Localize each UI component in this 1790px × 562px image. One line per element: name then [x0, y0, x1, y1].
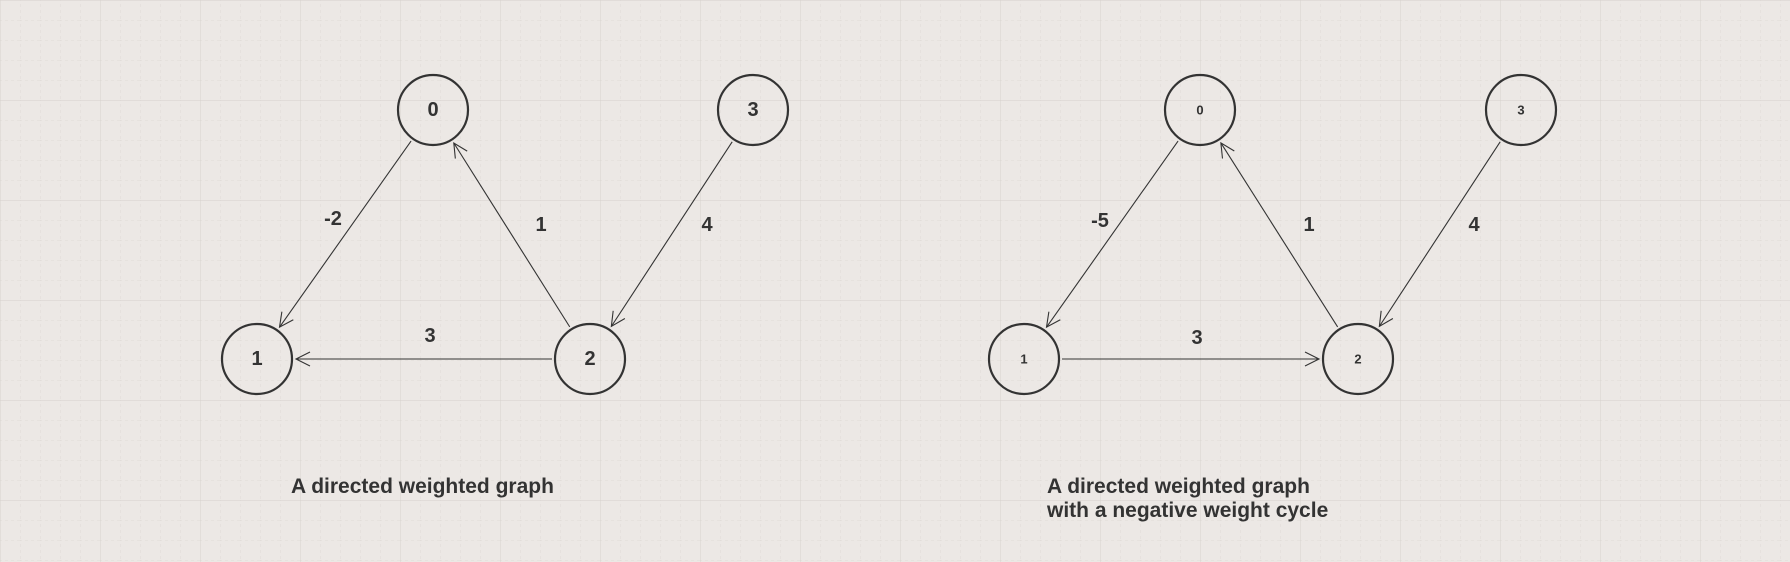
edge-0-to-1: -2	[278, 140, 412, 329]
node-3: 3	[1484, 73, 1558, 147]
edge-line	[453, 142, 571, 328]
node-label: 0	[427, 99, 438, 121]
node-1: 1	[220, 322, 294, 396]
node-label: 2	[584, 348, 595, 370]
edge-weight-label: 4	[1468, 214, 1480, 236]
edge-2-to-0: 1	[1220, 141, 1339, 328]
edge-line	[279, 140, 412, 328]
graph-2-caption: A directed weighted graph with a negativ…	[1047, 475, 1329, 522]
arrowhead	[1220, 141, 1235, 159]
node-2: 2	[1321, 322, 1395, 396]
edge-0-to-1: -5	[1045, 140, 1179, 329]
edge-3-to-2: 4	[1378, 141, 1501, 328]
edge-weight-label: 3	[1191, 327, 1202, 349]
node-circle	[396, 73, 470, 147]
node-circle	[987, 322, 1061, 396]
arrowhead	[294, 351, 311, 367]
node-circle	[1321, 322, 1395, 396]
node-circle	[1163, 73, 1237, 147]
node-circle	[716, 73, 790, 147]
edge-line	[1046, 140, 1179, 328]
node-label: 1	[251, 348, 262, 370]
node-1: 1	[987, 322, 1061, 396]
node-circle	[553, 322, 627, 396]
edge-weight-label: 4	[701, 214, 713, 236]
edge-weight-label: 1	[1303, 214, 1314, 236]
node-label: 2	[1354, 352, 1361, 367]
edge-weight-label: 1	[535, 214, 546, 236]
graph-1-caption: A directed weighted graph	[291, 475, 554, 498]
arrowhead	[610, 310, 626, 328]
edge-3-to-2: 4	[610, 141, 733, 328]
arrowhead	[1378, 310, 1394, 328]
edge-weight-label: 3	[424, 325, 435, 347]
node-circle	[1484, 73, 1558, 147]
node-0: 0	[1163, 73, 1237, 147]
arrowhead	[1045, 311, 1061, 329]
node-label: 0	[1196, 103, 1203, 118]
arrowhead	[1304, 351, 1321, 367]
arrowhead	[453, 141, 468, 159]
node-3: 3	[716, 73, 790, 147]
edge-1-to-2: 3	[1062, 327, 1321, 367]
graph-2: -5 1 4 3 0 1 2 3	[987, 73, 1558, 396]
edge-weight-label: -2	[324, 208, 342, 230]
node-label: 1	[1020, 352, 1027, 367]
node-2: 2	[553, 322, 627, 396]
edge-weight-label: -5	[1091, 210, 1109, 232]
arrowhead	[278, 311, 294, 329]
edge-line	[1378, 141, 1501, 327]
edge-2-to-1: 3	[294, 325, 552, 367]
node-0: 0	[396, 73, 470, 147]
edge-line	[1220, 142, 1339, 328]
graph-1: -2 1 4 3 0 1 2 3	[220, 73, 790, 396]
node-label: 3	[747, 99, 758, 121]
node-label: 3	[1517, 103, 1524, 118]
graph-layer: -2 1 4 3 0 1 2 3 -5 1 4 3 0 1 2 3	[220, 73, 1558, 396]
edge-line	[610, 141, 733, 327]
node-circle	[220, 322, 294, 396]
edge-2-to-0: 1	[453, 141, 571, 328]
